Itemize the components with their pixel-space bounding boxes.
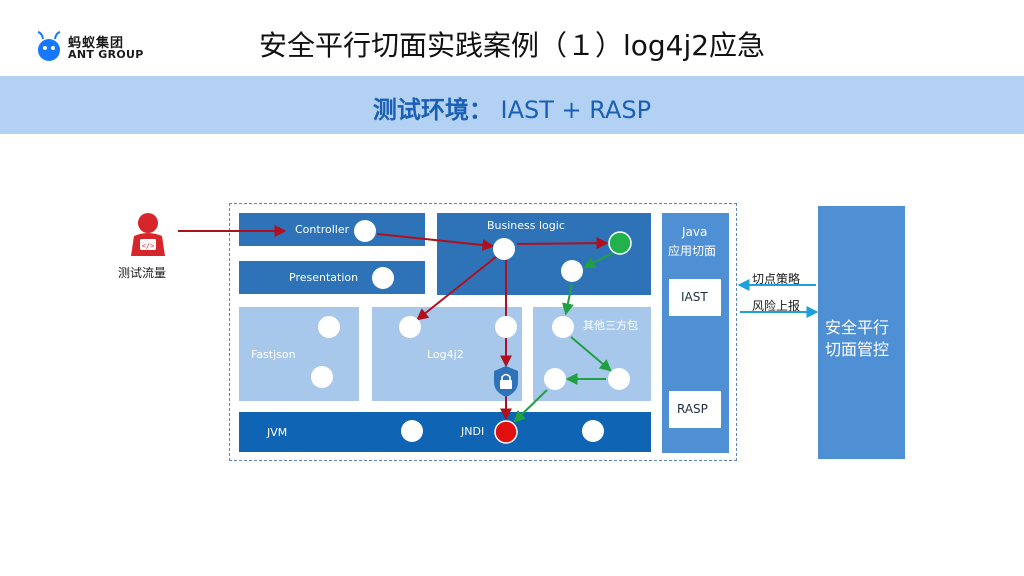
iast-module: IAST: [669, 279, 721, 316]
jvm-layer: JVM JNDI: [239, 412, 651, 452]
policy-label: 切点策略: [752, 272, 801, 286]
rasp-module: RASP: [669, 391, 721, 428]
other-third-party-packages: 其他三方包: [533, 307, 651, 401]
other-packages-label: 其他三方包: [583, 319, 638, 332]
controller-layer: Controller: [239, 213, 425, 246]
controller-label: Controller: [295, 223, 350, 236]
test-traffic-caption: 测试流量: [118, 266, 167, 280]
fastjson-label: Fastjson: [251, 348, 296, 361]
java-aspect-title-line1: Java: [682, 225, 708, 239]
banner-suffix: IAST + RASP: [492, 96, 652, 124]
control-title-line1: 安全平行: [825, 318, 890, 337]
svg-text:</>: </>: [142, 242, 155, 250]
jndi-label: JNDI: [461, 425, 485, 438]
iast-label: IAST: [681, 290, 708, 304]
control-title-line2: 切面管控: [825, 340, 890, 359]
ant-group-logo: 蚂蚁集团 ANT GROUP: [34, 26, 154, 66]
business-logic-layer: Business logic: [437, 213, 651, 295]
log4j2-package: Log4j2: [372, 307, 522, 401]
logo-chinese-text: 蚂蚁集团: [68, 36, 125, 51]
ant-logo-icon: [37, 31, 61, 61]
security-aspect-control-panel: 安全平行 切面管控: [818, 206, 905, 459]
banner-text: 测试环境： IAST + RASP: [0, 90, 1024, 125]
logo-english-text: ANT GROUP: [68, 48, 144, 61]
banner-prefix: 测试环境：: [372, 96, 493, 124]
log4j2-label: Log4j2: [427, 348, 464, 361]
rasp-label: RASP: [677, 402, 708, 416]
application-boundary: [229, 203, 737, 461]
user-coder-icon: </>: [131, 213, 165, 256]
jvm-label: JVM: [267, 426, 288, 439]
page-title: 安全平行切面实践案例（１）log4j2应急: [258, 29, 766, 62]
presentation-layer: Presentation: [239, 261, 425, 294]
risk-report-label: 风险上报: [752, 299, 801, 313]
business-logic-label: Business logic: [487, 219, 565, 232]
environment-banner: 测试环境： IAST + RASP: [0, 76, 1024, 134]
java-aspect-title-line2: 应用切面: [668, 244, 717, 258]
presentation-label: Presentation: [289, 271, 359, 284]
fastjson-package: Fastjson: [239, 307, 359, 401]
